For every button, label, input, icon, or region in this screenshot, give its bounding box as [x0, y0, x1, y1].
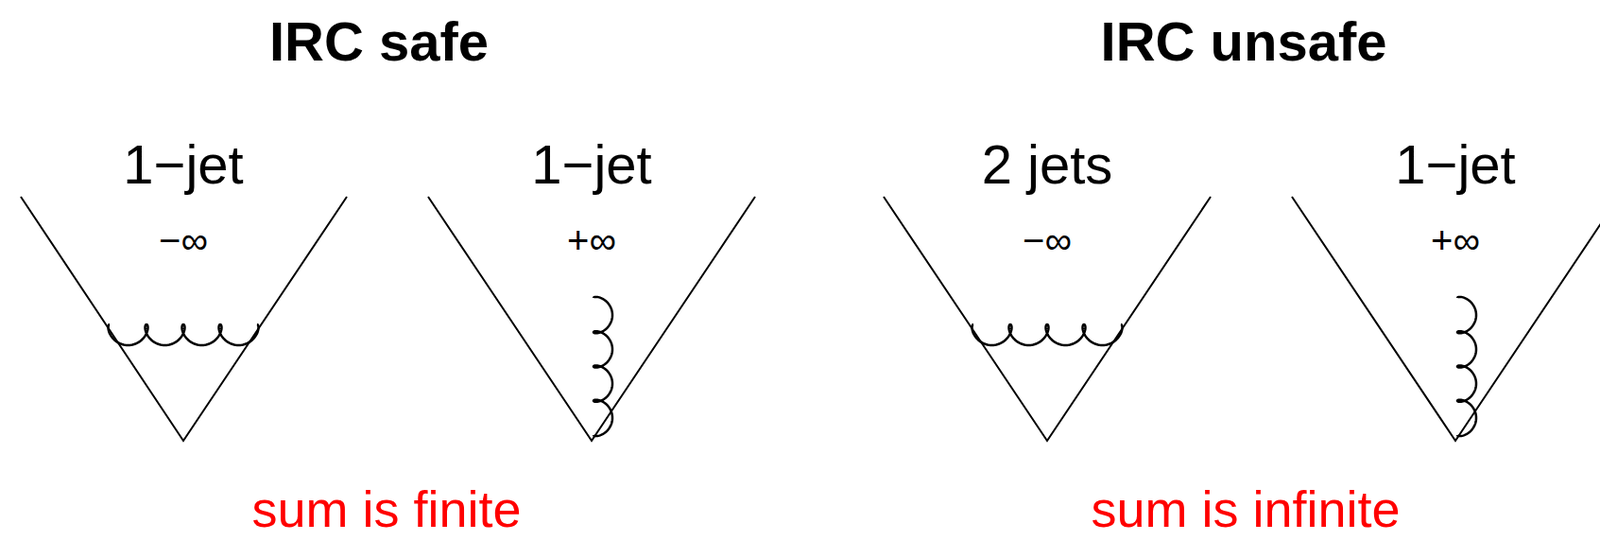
divergence-sign: +∞ [567, 221, 617, 259]
jet-count: 1−jet [1394, 137, 1515, 192]
jet-cone [20, 196, 347, 441]
jet-cone [1291, 196, 1600, 441]
jet-count: 1−jet [531, 137, 652, 192]
jet-cone [883, 196, 1211, 441]
section-heading: IRC safe [269, 14, 489, 69]
gluon [108, 324, 259, 345]
section-heading: IRC unsafe [1101, 14, 1388, 69]
jet-count: 2 jets [981, 137, 1114, 192]
jet-cone [428, 196, 756, 441]
gluon [1457, 296, 1477, 436]
gluon [972, 324, 1123, 345]
gluon [593, 296, 613, 436]
result-note: sum is infinite [1090, 482, 1400, 534]
jet-count: 1−jet [122, 137, 243, 192]
divergence-sign: +∞ [1430, 221, 1480, 259]
divergence-sign: −∞ [1022, 221, 1072, 259]
divergence-sign: −∞ [158, 221, 208, 259]
result-note: sum is finite [251, 482, 521, 534]
